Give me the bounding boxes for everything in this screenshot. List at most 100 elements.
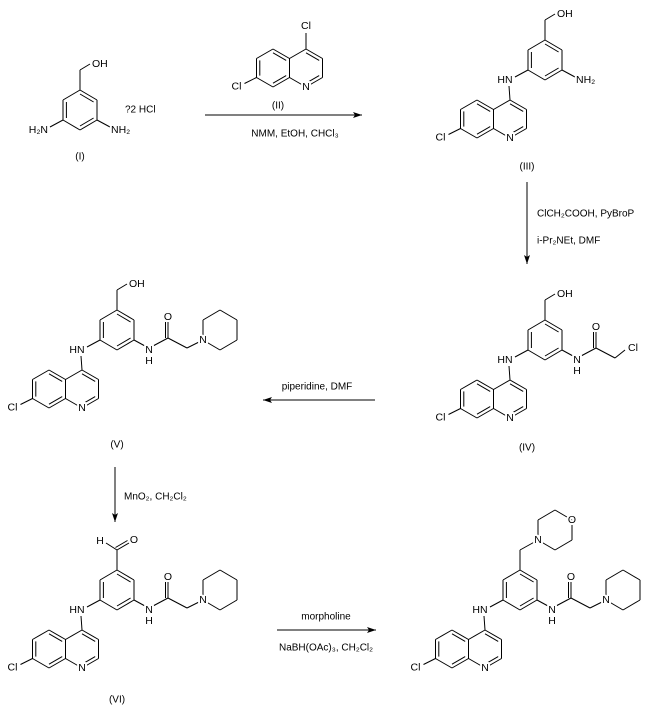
ring-bond [116, 599, 135, 611]
carbonyl-oxygen: O [164, 571, 172, 583]
carbonyl-oxygen: O [592, 321, 600, 333]
carbonyl-oxygen: O [567, 571, 575, 583]
double-bond [509, 103, 524, 112]
double-bond [116, 313, 131, 323]
bond [448, 408, 461, 415]
double-bond [544, 323, 559, 333]
ring-bond [493, 408, 511, 419]
bond [49, 119, 64, 128]
ring-bond [81, 398, 99, 409]
bond [519, 539, 539, 551]
bond [20, 658, 33, 665]
ring-bond [65, 658, 83, 669]
double-bond [48, 633, 63, 642]
reaction-arrow-1-head [353, 112, 362, 118]
ring-bond [509, 128, 527, 139]
ring-bond [48, 629, 66, 640]
carbonyl-oxygen: O [164, 311, 172, 323]
bond [86, 599, 101, 608]
quinoline-nitrogen: N [302, 81, 310, 93]
double-bond [48, 656, 63, 665]
bond [152, 597, 169, 607]
conditions-step-2a: ClCH₂COOH, PyBroP [537, 209, 635, 220]
bond [244, 77, 257, 84]
double-bond [476, 383, 491, 392]
ring-bond [79, 119, 98, 131]
bond [514, 69, 529, 78]
ring-bond [493, 379, 511, 390]
ring-bond [544, 349, 563, 361]
double-bond [81, 656, 96, 665]
bond [80, 615, 83, 631]
double-bond [484, 633, 499, 642]
ring-bond [544, 69, 563, 81]
morpholine-nitrogen: N [534, 534, 542, 546]
double-bond [544, 43, 559, 53]
nh-linker-label: HN [472, 604, 487, 616]
double-bond [116, 573, 131, 583]
chlorine-label: Cl [301, 20, 311, 32]
double-bond [509, 126, 524, 135]
double-bond [81, 396, 96, 405]
quinoline-nitrogen: N [481, 662, 489, 674]
ring-bond [48, 398, 66, 409]
bond [544, 13, 556, 21]
ring-bond [116, 309, 135, 321]
hydroxyl-label: OH [92, 58, 108, 70]
bond [508, 85, 511, 101]
quinoline-nitrogen: N [78, 402, 86, 414]
double-bond [451, 656, 466, 665]
ring-bond [527, 39, 546, 51]
chlorine-label: Cl [8, 662, 18, 674]
chlorine-label: Cl [436, 412, 446, 424]
ring-bond [256, 77, 274, 88]
ring-bond [65, 369, 83, 380]
reaction-arrow-3-head [263, 397, 272, 403]
ring-bond [219, 309, 238, 321]
compound-label-III: (III) [520, 162, 535, 173]
ring-bond [62, 89, 81, 101]
double-bond [544, 67, 559, 77]
bond [514, 349, 529, 358]
ring-bond [48, 658, 66, 669]
ring-bond [99, 339, 118, 351]
conditions-step-5a: morpholine [301, 612, 351, 623]
ring-bond [537, 509, 556, 521]
ring-bond [519, 599, 538, 611]
double-bond [509, 406, 524, 415]
double-bond [544, 347, 559, 357]
ring-bond [116, 339, 135, 351]
conditions-step-5b: NaBH(OAc)₃, CH₂Cl₂ [279, 643, 373, 654]
ring-bond [493, 128, 511, 139]
ring-bond [527, 349, 546, 361]
compound-label-I: (I) [75, 152, 84, 163]
aldehyde-oxygen: O [130, 534, 138, 546]
conditions-step-2b: i-Pr₂NEt, DMF [537, 236, 600, 247]
compound-label-IV: (IV) [519, 443, 535, 454]
ring-bond [605, 599, 624, 611]
amide-nitrogen: N [145, 604, 153, 616]
bond [508, 365, 511, 381]
ring-bond [272, 48, 290, 59]
bond [133, 599, 146, 607]
double-bond [116, 542, 130, 551]
quinoline-nitrogen: N [506, 412, 514, 424]
bond [614, 349, 626, 359]
amine-label: NH₂ [576, 74, 595, 86]
ring-bond [451, 629, 469, 640]
compound-label-II: (II) [272, 101, 284, 112]
double-bond [115, 540, 128, 548]
ring-bond [554, 539, 573, 551]
amide-hydrogen: H [573, 365, 581, 377]
double-bond [116, 337, 131, 347]
bond [570, 597, 591, 609]
ring-bond [289, 48, 307, 59]
ring-bond [509, 99, 527, 110]
chlorine-label: Cl [436, 132, 446, 144]
bond [116, 283, 128, 291]
bond [561, 349, 574, 357]
conditions-step-4: MnO₂, CH₂Cl₂ [124, 492, 187, 503]
double-bond [519, 597, 534, 607]
